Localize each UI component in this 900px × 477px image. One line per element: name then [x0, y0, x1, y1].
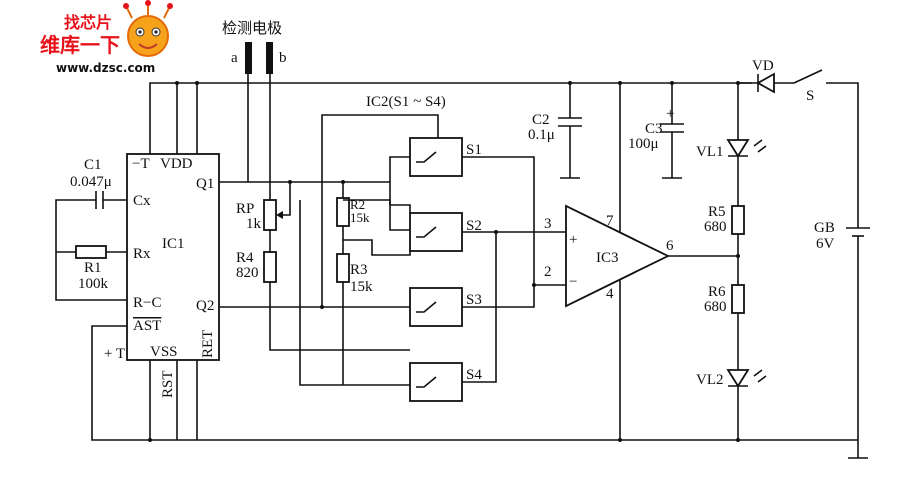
ast-wire: [91, 325, 150, 441]
vl1-name: VL1: [696, 144, 724, 160]
vl2-name: VL2: [696, 372, 724, 388]
ic1-pin-t-minus: −T: [132, 156, 150, 172]
switch-wiring: [299, 156, 566, 386]
c2-capacitor: C2 0.1μ: [528, 112, 582, 179]
switch-s3: S3: [409, 287, 482, 327]
ic1-pin-vss: VSS: [150, 344, 178, 360]
led-chain: VL1 R5 680 R6 680 VL2: [696, 139, 767, 440]
ic1-pin-q1: Q1: [196, 176, 214, 192]
ic3-pin4: 4: [606, 286, 614, 302]
rp-value: 1k: [246, 216, 262, 232]
switch-s1: S1: [409, 137, 482, 177]
ic3-minus: −: [569, 274, 577, 290]
s4-label: S4: [466, 367, 482, 383]
vl2-led: [726, 369, 750, 388]
watermark-brand-main: 维库一下: [40, 33, 120, 57]
ic1-name: IC1: [162, 236, 185, 252]
s2-label: S2: [466, 218, 482, 234]
ic1-pin-vdd: VDD: [160, 156, 193, 172]
vl1-led: [726, 139, 750, 158]
ic1-pin-rst: RST: [160, 370, 176, 398]
r2-value: 15k: [350, 210, 370, 225]
ic3-pin7: 7: [606, 213, 614, 229]
c3-capacitor: + C3 100μ: [628, 106, 684, 179]
ic3-opamp: IC3 + − 3 2 7 4 6: [544, 204, 738, 308]
r2-resistor: [336, 197, 350, 227]
s3-label: S3: [466, 292, 482, 308]
ic1-pin-rc: R−C: [133, 295, 161, 311]
rp-potentiometer: [263, 199, 277, 231]
c3-name: C3: [645, 121, 663, 137]
watermark-logo: 找芯片 维库一下 www.dzsc.com: [40, 0, 173, 75]
electrodes-title: 检测电极: [222, 19, 282, 37]
electrode-a: [245, 42, 252, 74]
s1-label: S1: [466, 142, 482, 158]
sense-electrodes: 检测电极 a b: [222, 19, 287, 200]
s-name: S: [806, 88, 814, 104]
svg-text:+: +: [666, 106, 674, 122]
ic3-pin3: 3: [544, 216, 552, 232]
ground-rail: [149, 360, 868, 459]
watermark-brand-top: 找芯片: [64, 13, 112, 32]
timing-network: C1 0.047μ R1 100k: [55, 157, 127, 301]
electrode-b-label: b: [279, 50, 287, 66]
ic3-name: IC3: [596, 250, 619, 266]
gb-name: GB: [814, 220, 835, 236]
c2-value: 0.1μ: [528, 127, 555, 143]
power-input: VD S GB 6V: [738, 58, 870, 440]
switch-s4: S4: [409, 362, 482, 402]
r1-value: 100k: [78, 276, 109, 292]
ic1-chip: −T VDD Cx Rx IC1 R−C AST Q1 Q2 + T VSS R…: [104, 153, 220, 398]
ic2-control-wire: [321, 114, 439, 307]
r6-resistor: [731, 284, 745, 314]
r4-resistor: [263, 251, 277, 283]
r3-value: 15k: [350, 279, 373, 295]
c1-value: 0.047μ: [70, 174, 112, 190]
c1-name: C1: [84, 157, 102, 173]
ic3-plus: +: [569, 232, 577, 248]
r5-value: 680: [704, 219, 727, 235]
r5-name: R5: [708, 204, 726, 220]
vd-name: VD: [752, 58, 774, 74]
c2-name: C2: [532, 112, 550, 128]
r6-name: R6: [708, 284, 726, 300]
ic1-pin-ret: RET: [200, 330, 216, 358]
r3-resistor: [336, 253, 350, 283]
r4-value: 820: [236, 265, 259, 281]
r6-value: 680: [704, 299, 727, 315]
r4-name: R4: [236, 250, 254, 266]
rp-r4-network: RP 1k R4 820: [236, 182, 410, 351]
ic2-label: IC2(S1 ~ S4): [366, 94, 446, 110]
vd-diode: [756, 72, 775, 94]
electrode-a-label: a: [231, 50, 238, 66]
junction-dots: [148, 81, 740, 442]
rp-name: RP: [236, 201, 254, 217]
ic3-pin6: 6: [666, 238, 674, 254]
r2-r3-divider: R2 15k R3 15k: [336, 182, 373, 385]
ic1-pin-t-plus: + T: [104, 346, 125, 362]
ic1-pin-rx: Rx: [133, 246, 151, 262]
power-switch-s: [793, 69, 823, 84]
ic3-pin2: 2: [544, 264, 552, 280]
electrode-b: [266, 42, 273, 74]
watermark-url: www.dzsc.com: [56, 61, 155, 75]
ic1-pin-cx: Cx: [133, 193, 151, 209]
r3-name: R3: [350, 262, 368, 278]
r5-resistor: [731, 205, 745, 235]
switch-s2: S2: [409, 212, 482, 252]
gb-value: 6V: [816, 236, 835, 252]
ic1-pin-ast: AST: [133, 318, 161, 334]
c3-value: 100μ: [628, 136, 659, 152]
r1-resistor: [75, 245, 107, 259]
r1-name: R1: [84, 260, 102, 276]
ic1-pin-q2: Q2: [196, 298, 214, 314]
positive-rail: [149, 82, 752, 440]
mascot-icon: [123, 0, 173, 57]
